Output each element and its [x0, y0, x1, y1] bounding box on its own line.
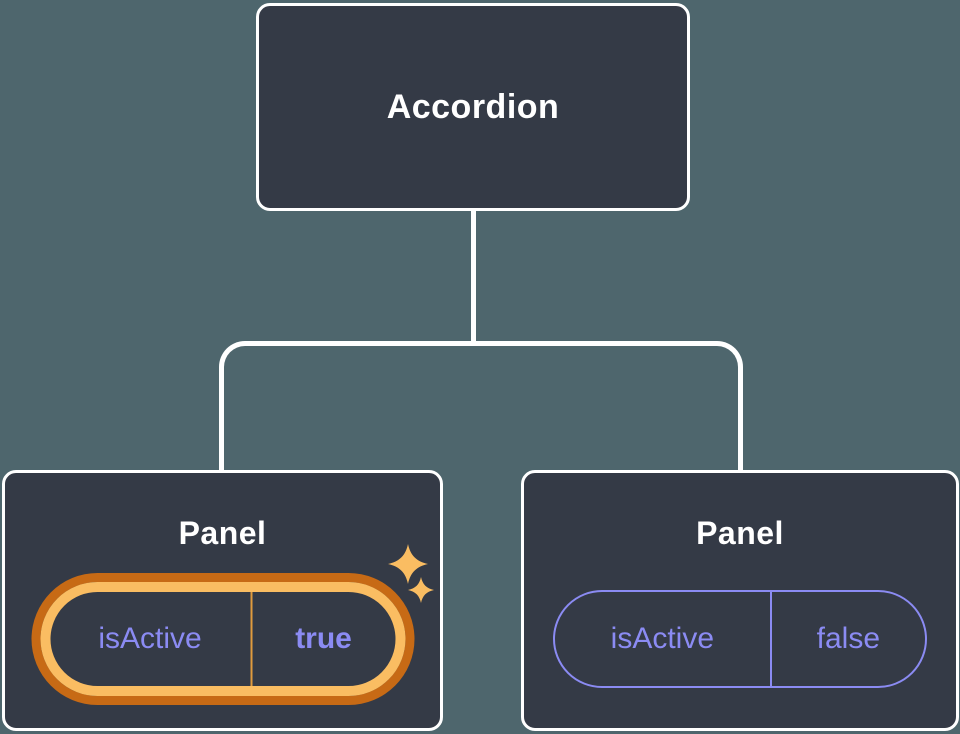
node-panel-active: Panel isActive true	[2, 470, 443, 731]
state-pill-active: isActive true	[40, 582, 405, 696]
node-panel-inactive: Panel isActive false	[521, 470, 959, 731]
connector-stem	[471, 211, 476, 343]
pill-divider	[769, 592, 772, 686]
state-prop-name: isActive	[98, 622, 202, 655]
node-panel-inactive-label: Panel	[696, 515, 784, 551]
state-pill-inactive: isActive false	[553, 590, 927, 688]
state-prop-name: isActive	[610, 622, 715, 655]
node-panel-active-label: Panel	[178, 515, 267, 551]
sparkle-icon	[408, 577, 434, 603]
connector-bracket	[219, 341, 743, 470]
pill-divider	[250, 592, 253, 686]
node-accordion-label: Accordion	[386, 87, 560, 126]
state-prop-value: false	[816, 622, 881, 655]
state-prop-value: true	[295, 622, 352, 655]
sparkle-icon	[388, 544, 428, 584]
node-accordion: Accordion	[256, 3, 690, 211]
